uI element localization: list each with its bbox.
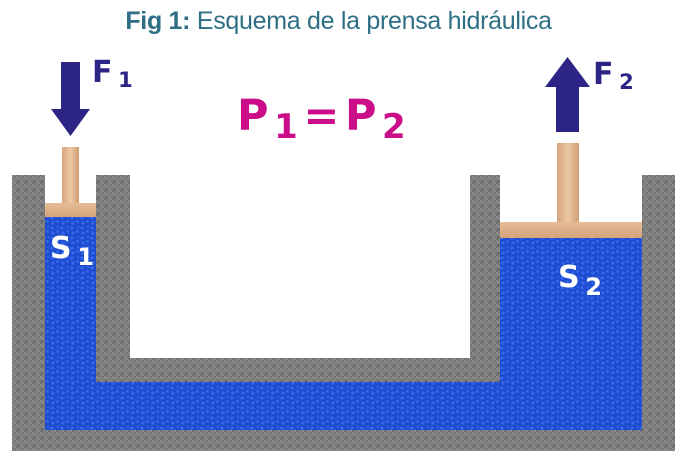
surface-s1-subscript: 1 [77,243,94,271]
equation-p2-letter: P [345,91,377,141]
surface-s2-letter: S [558,260,580,295]
figure-caption: Fig 1: Esquema de la prensa hidráulica [0,6,677,36]
surface-s2-label: S 2 [558,260,602,301]
small-piston-head [45,203,96,217]
equation-p1-subscript: 1 [274,107,298,147]
caption-text: Esquema de la prensa hidráulica [196,7,552,35]
equation-equals-sign: = [303,91,339,141]
equation-p1-letter: P [237,91,269,141]
force-f1-letter: F [92,55,113,90]
force-f2-letter: F [593,57,614,92]
surface-s1-letter: S [50,231,72,266]
caption-label: Fig 1: [125,7,191,35]
hydraulic-fluid [45,217,642,430]
large-piston-head [500,222,642,238]
pressure-equation: P 1 = P 2 [237,91,406,147]
equation-p2-subscript: 2 [382,107,406,147]
force-f2-arrow-icon [545,57,590,132]
small-piston-rod [62,147,79,203]
force-f1-subscript: 1 [118,68,133,92]
force-f2-subscript: 2 [619,70,634,94]
force-f1-arrow-icon [51,62,90,136]
surface-s1-label: S 1 [50,231,94,271]
force-f2-label: F 2 [593,57,634,94]
force-f1-label: F 1 [92,55,133,92]
surface-s2-subscript: 2 [585,273,602,301]
large-piston-rod [557,143,579,222]
